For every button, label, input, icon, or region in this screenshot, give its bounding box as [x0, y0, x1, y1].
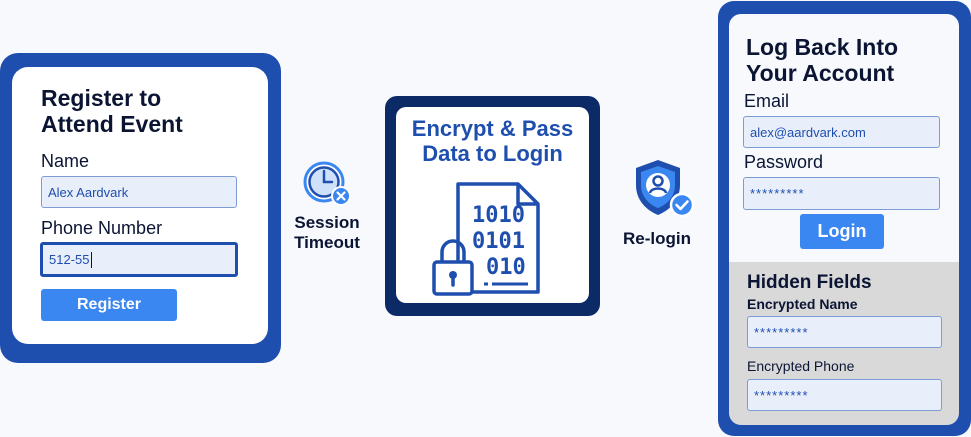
register-title-line2: Attend Event: [41, 111, 183, 137]
check-badge-icon: [669, 192, 695, 218]
encrypted-phone-input: *********: [747, 379, 942, 411]
encrypt-title: Encrypt & Pass Data to Login: [396, 116, 589, 166]
email-input[interactable]: alex@aardvark.com: [743, 116, 940, 148]
binary-row-1: 1010: [472, 203, 525, 228]
phone-value: 512-55: [49, 252, 90, 267]
register-button[interactable]: Register: [41, 289, 177, 321]
encrypted-phone-label: Encrypted Phone: [747, 358, 855, 374]
login-title-line2: Your Account: [746, 60, 895, 86]
text-caret: [91, 251, 93, 268]
hidden-fields-title: Hidden Fields: [747, 272, 872, 293]
phone-label: Phone Number: [41, 218, 163, 238]
email-label: Email: [744, 91, 790, 111]
password-input[interactable]: *********: [743, 177, 940, 210]
encrypted-name-value: *********: [754, 324, 809, 340]
login-title: Log Back Into Your Account: [746, 34, 898, 86]
binary-row-3: 010: [486, 255, 526, 280]
encrypt-title-line1: Encrypt & Pass: [411, 116, 574, 141]
shield-user-icon: [636, 160, 695, 218]
encrypted-name-input: *********: [747, 316, 942, 348]
phone-input[interactable]: 512-55: [40, 242, 238, 277]
register-title: Register to Attend Event: [41, 85, 183, 137]
password-value: *********: [750, 186, 805, 201]
encrypted-file-icon: 1010 0101 010: [432, 182, 540, 296]
name-label: Name: [41, 151, 90, 171]
login-title-line1: Log Back Into: [746, 34, 899, 60]
timeout-line2: Timeout: [294, 233, 360, 252]
name-value: Alex Aardvark: [48, 184, 129, 200]
encrypt-title-line2: Data to Login: [422, 141, 563, 166]
name-input[interactable]: Alex Aardvark: [41, 176, 237, 208]
email-value: alex@aardvark.com: [750, 124, 866, 140]
clock-timeout-icon: [303, 161, 351, 206]
lock-icon: [432, 239, 474, 296]
login-button[interactable]: Login: [800, 214, 884, 249]
relogin-label: Re-login: [623, 229, 691, 248]
encrypt-card: [396, 107, 589, 303]
binary-row-2: 0101: [472, 229, 525, 254]
password-label: Password: [744, 152, 824, 172]
timeout-line1: Session: [294, 213, 360, 232]
register-title-line1: Register to: [41, 85, 162, 111]
session-timeout-label: Session Timeout: [282, 213, 372, 253]
encrypted-name-label: Encrypted Name: [747, 296, 858, 312]
encrypted-phone-value: *********: [754, 387, 809, 403]
